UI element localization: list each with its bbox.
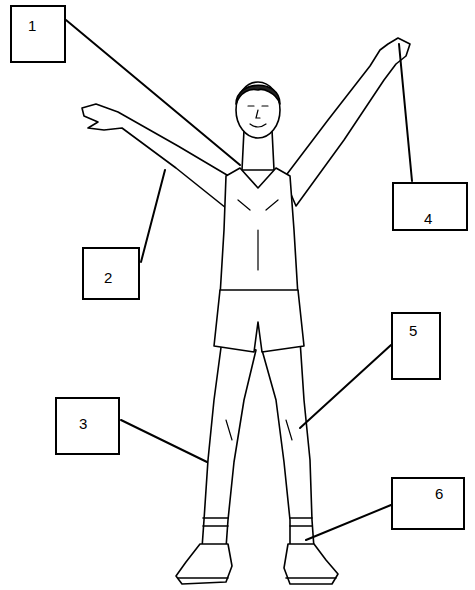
leader-line — [66, 20, 240, 165]
leader-line — [399, 44, 412, 181]
callout-box: 4 — [392, 182, 468, 231]
sock — [290, 518, 312, 526]
callout-box: 6 — [391, 477, 465, 530]
callout-number: 3 — [79, 415, 87, 432]
leader-line — [141, 170, 165, 262]
leader-line — [121, 420, 207, 462]
callout-number: 4 — [424, 210, 432, 227]
callout-box: 2 — [82, 247, 140, 300]
shorts — [214, 290, 304, 352]
right-arm — [284, 38, 410, 206]
tank-top — [220, 168, 298, 296]
shoe-sole — [178, 577, 336, 579]
callout-box: 3 — [55, 397, 120, 455]
hair — [236, 85, 280, 104]
head — [236, 82, 280, 138]
callout-box: 1 — [10, 5, 66, 63]
muscle-lines — [226, 200, 292, 440]
left-leg — [202, 340, 256, 548]
left-arm — [82, 104, 232, 208]
callout-number: 1 — [28, 17, 36, 34]
leader-line — [300, 345, 391, 428]
right-leg — [262, 340, 314, 548]
leader-line — [306, 505, 391, 540]
callout-number: 2 — [104, 269, 112, 286]
callout-box: 5 — [391, 312, 441, 380]
callout-number: 5 — [409, 322, 417, 339]
sock — [203, 518, 228, 526]
face — [248, 106, 268, 127]
callout-number: 6 — [435, 485, 443, 502]
